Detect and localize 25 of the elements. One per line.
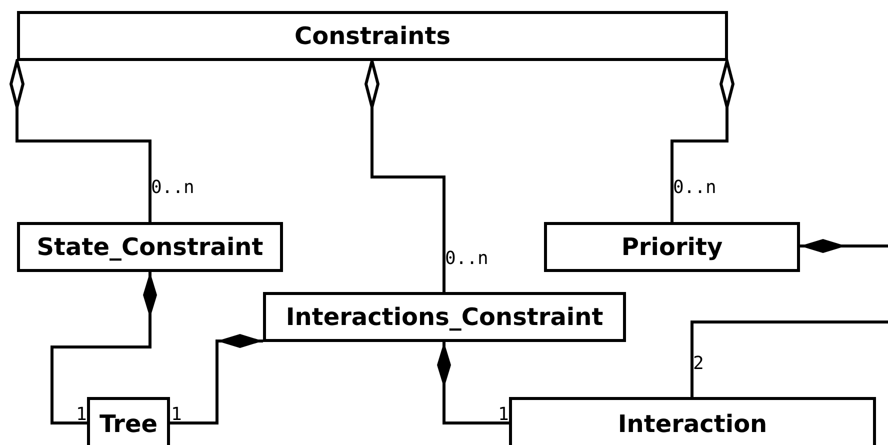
association-line bbox=[690, 320, 888, 397]
class-name: State_Constraint bbox=[36, 235, 264, 259]
multiplicity-label: 0..n bbox=[151, 179, 194, 197]
multiplicity-label: 1 bbox=[171, 406, 182, 424]
class-name: Interactions_Constraint bbox=[286, 305, 604, 329]
class-name: Priority bbox=[621, 235, 723, 259]
multiplicity-label: 0..n bbox=[445, 250, 488, 268]
multiplicity-label: 1 bbox=[498, 406, 509, 424]
class-box bbox=[17, 222, 283, 272]
multiplicity-label: 1 bbox=[76, 406, 87, 424]
multiplicity-label: 2 bbox=[693, 355, 704, 373]
multiplicity-label: 0..n bbox=[673, 179, 716, 197]
association-line bbox=[50, 272, 157, 424]
class-box bbox=[263, 292, 626, 342]
association-line bbox=[800, 239, 888, 253]
association-line bbox=[170, 334, 263, 424]
association-line bbox=[10, 60, 152, 222]
association-line bbox=[437, 342, 509, 424]
class-name: Constraints bbox=[294, 24, 451, 48]
class-name: Interaction bbox=[618, 412, 768, 436]
class-name: Tree bbox=[99, 412, 158, 436]
association-line bbox=[364, 60, 446, 292]
class-box bbox=[17, 11, 728, 61]
class-box bbox=[544, 222, 800, 272]
association-line bbox=[670, 60, 734, 222]
